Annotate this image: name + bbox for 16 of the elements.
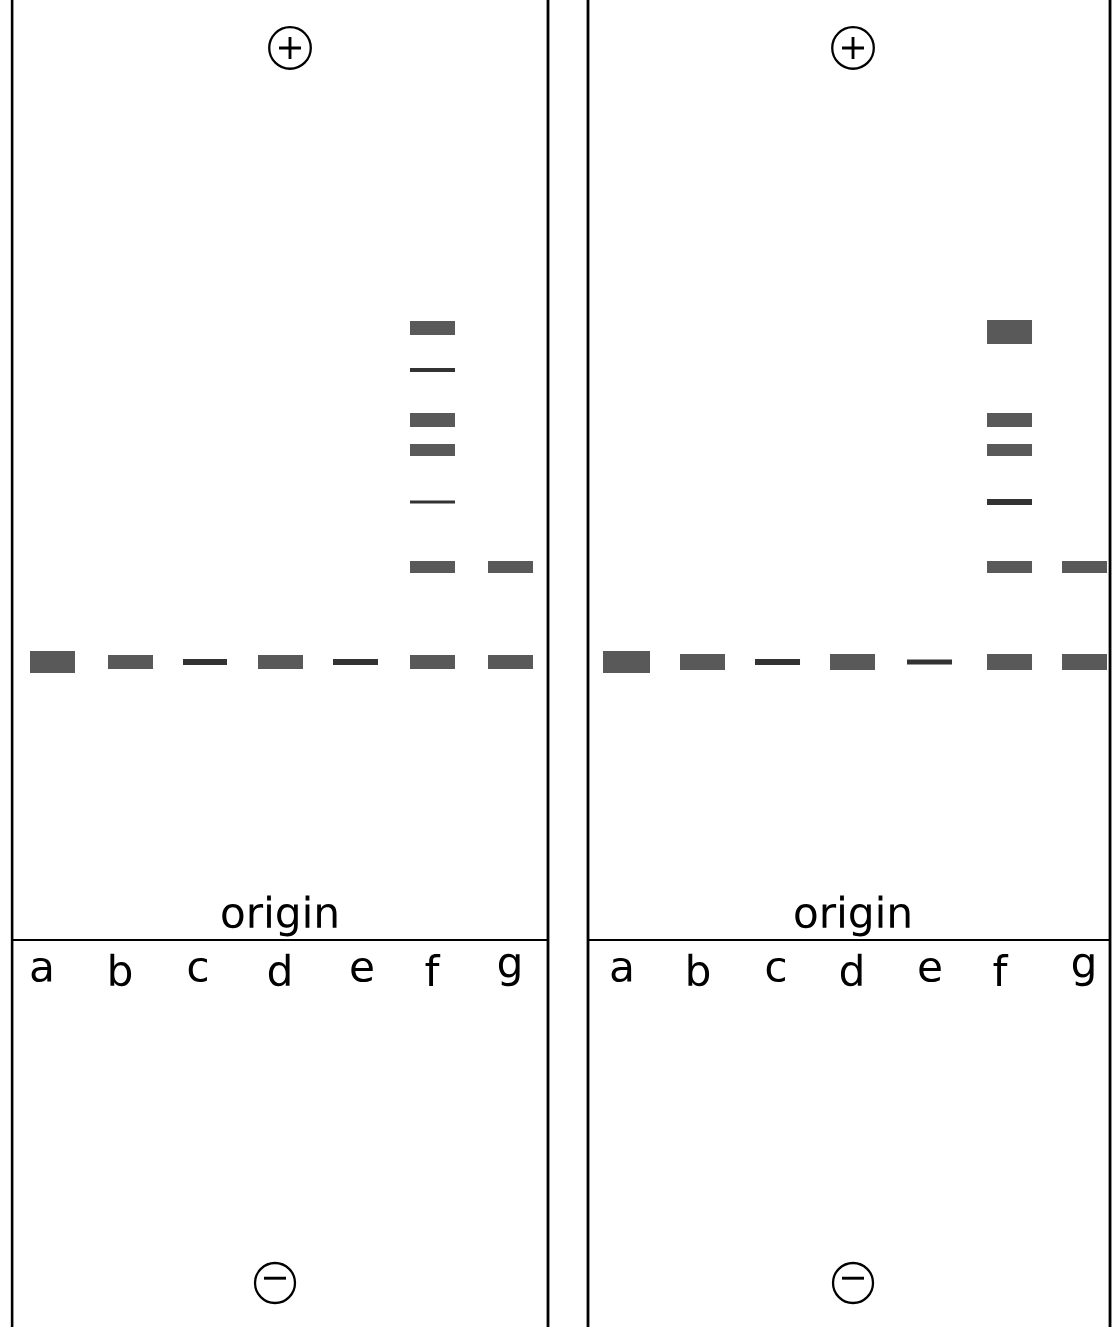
lane-label: e (919, 957, 941, 983)
lane-label: d (268, 953, 290, 987)
lane-label: g (498, 953, 520, 987)
lane-label: a (31, 957, 52, 983)
origin-label: origin (795, 895, 910, 937)
lane-label: d (840, 953, 862, 987)
lane-label: g (1072, 953, 1094, 987)
lane-label: e (351, 957, 373, 983)
lane-label: c (766, 957, 785, 983)
lane-label: b (110, 953, 132, 987)
lane-label: f (993, 954, 1009, 986)
lane-label: f (425, 954, 441, 986)
lane-label: c (188, 957, 207, 983)
lane-label: a (611, 957, 632, 983)
origin-label: origin (222, 895, 337, 937)
lane-label: b (688, 953, 710, 987)
